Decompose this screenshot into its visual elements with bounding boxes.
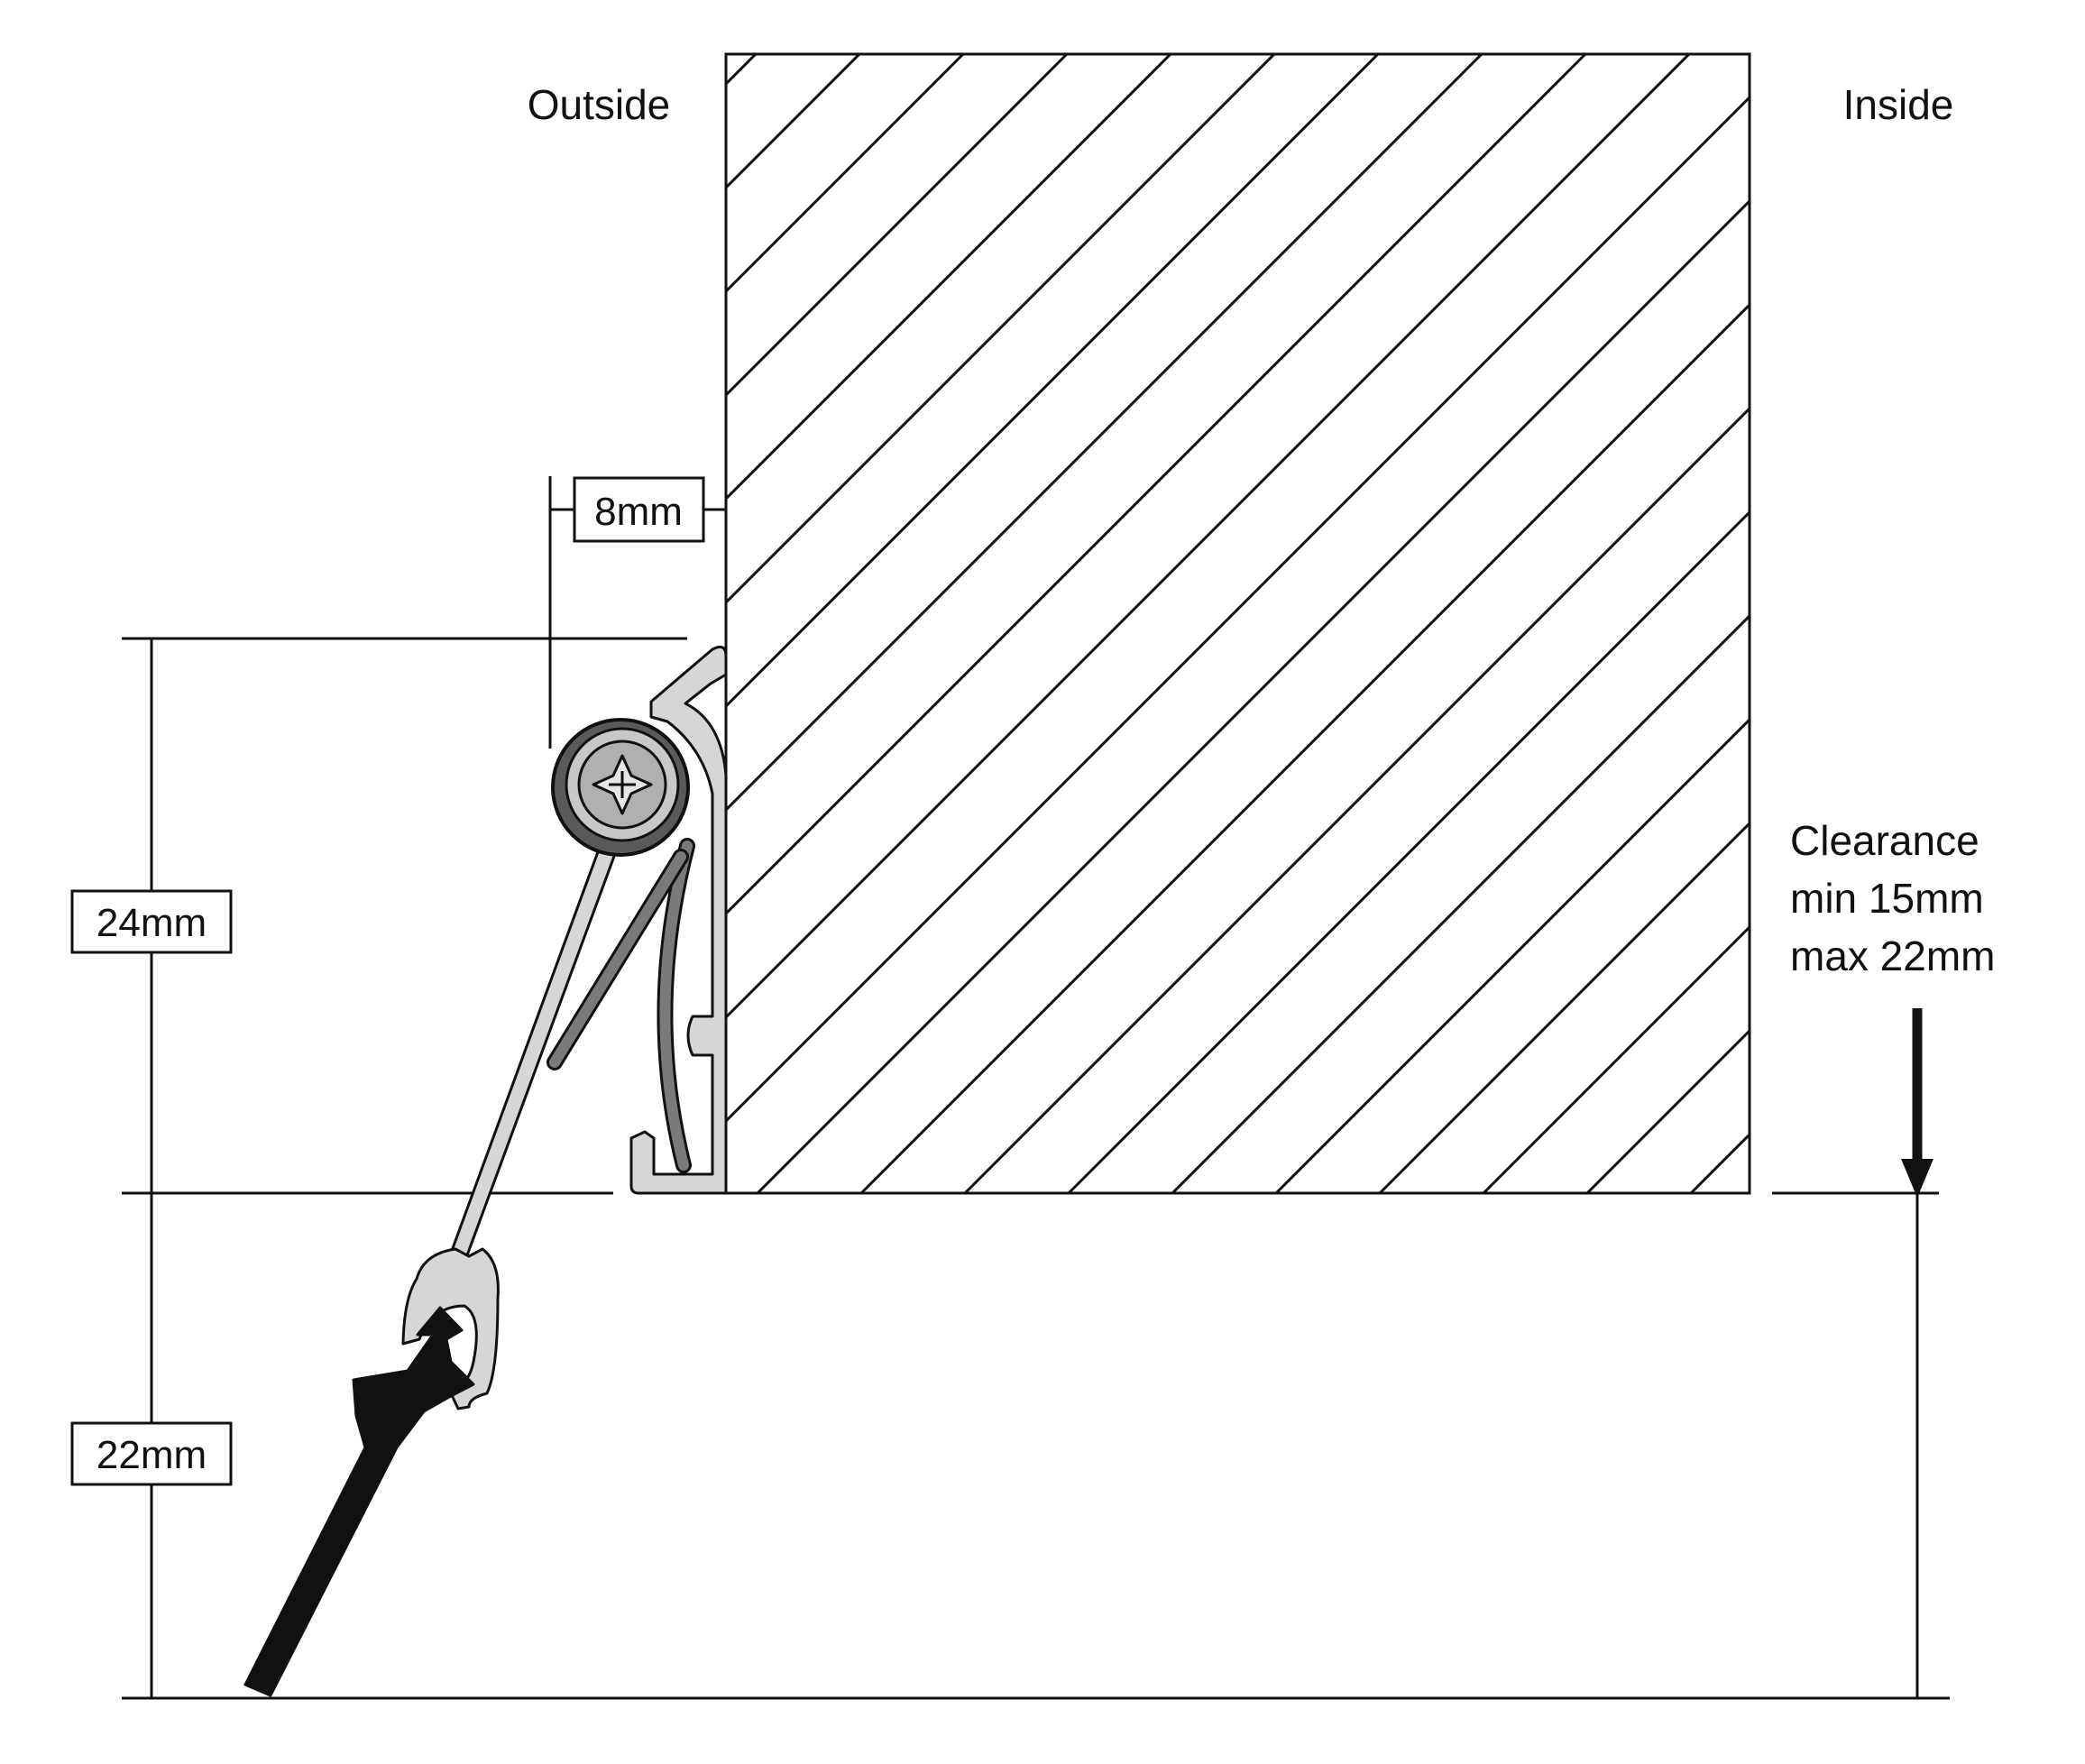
- hatch-line: [1482, 924, 1750, 1193]
- hatch-line: [726, 54, 1380, 709]
- door-hatching: [0, 54, 2085, 1193]
- hatch-line: [0, 54, 445, 1193]
- hatch-line: [726, 54, 861, 190]
- hatch-line: [1171, 613, 1750, 1193]
- profile-height-dimension: 24mm: [70, 889, 233, 954]
- door-outline: [724, 52, 1751, 1195]
- brush-seal: [243, 1306, 475, 1697]
- hatch-line: [1274, 717, 1750, 1193]
- hatch-line: [726, 54, 1587, 916]
- hatch-line: [726, 54, 1483, 813]
- pozidriv-screw-icon: [551, 718, 690, 857]
- hatch-line: [726, 54, 758, 87]
- hatch-line: [859, 302, 1750, 1193]
- profile-height-value: 24mm: [96, 901, 207, 945]
- hatch-line: [0, 54, 237, 1193]
- inside-label: Inside: [1843, 81, 1954, 128]
- clearance-label-line-3: max 22mm: [1790, 933, 1995, 979]
- hatch-line: [0, 54, 341, 1193]
- hatch-line: [1378, 821, 1750, 1193]
- profile-height-box: [70, 889, 233, 954]
- hatch-line: [0, 54, 133, 1193]
- hatch-line: [726, 54, 1276, 605]
- rubber-seal: [547, 838, 695, 1173]
- offset-dimension-value: 8mm: [594, 490, 683, 534]
- hatch-line: [726, 95, 1750, 1124]
- clearance-label-line-2: min 15mm: [1790, 875, 1984, 922]
- clearance-label-line-1: Clearance: [1790, 817, 1979, 864]
- door-section: [0, 52, 2085, 1195]
- hatch-line: [726, 54, 1172, 501]
- hatch-line: [726, 54, 1069, 398]
- hatch-line: [726, 54, 1691, 1020]
- hatch-line: [2002, 54, 2085, 1193]
- aluminium-profile: [629, 645, 728, 1195]
- hatch-line: [1795, 54, 2085, 1193]
- outside-label: Outside: [528, 81, 671, 128]
- offset-dimension-box: [573, 476, 705, 543]
- brush-height-value: 22mm: [96, 1433, 207, 1477]
- hatch-line: [1585, 1028, 1750, 1193]
- down-arrow-icon: [1901, 1008, 1933, 1198]
- hatch-line: [1067, 510, 1750, 1193]
- brush-height-box: [70, 1421, 233, 1486]
- hatch-line: [1898, 54, 2085, 1193]
- hatch-line: [0, 54, 548, 1193]
- hatch-line: [756, 198, 1750, 1193]
- hatch-line: [726, 54, 965, 294]
- hatch-line: [963, 406, 1750, 1193]
- offset-dimension: 8mm: [573, 476, 705, 543]
- brush-height-dimension: 22mm: [70, 1421, 233, 1486]
